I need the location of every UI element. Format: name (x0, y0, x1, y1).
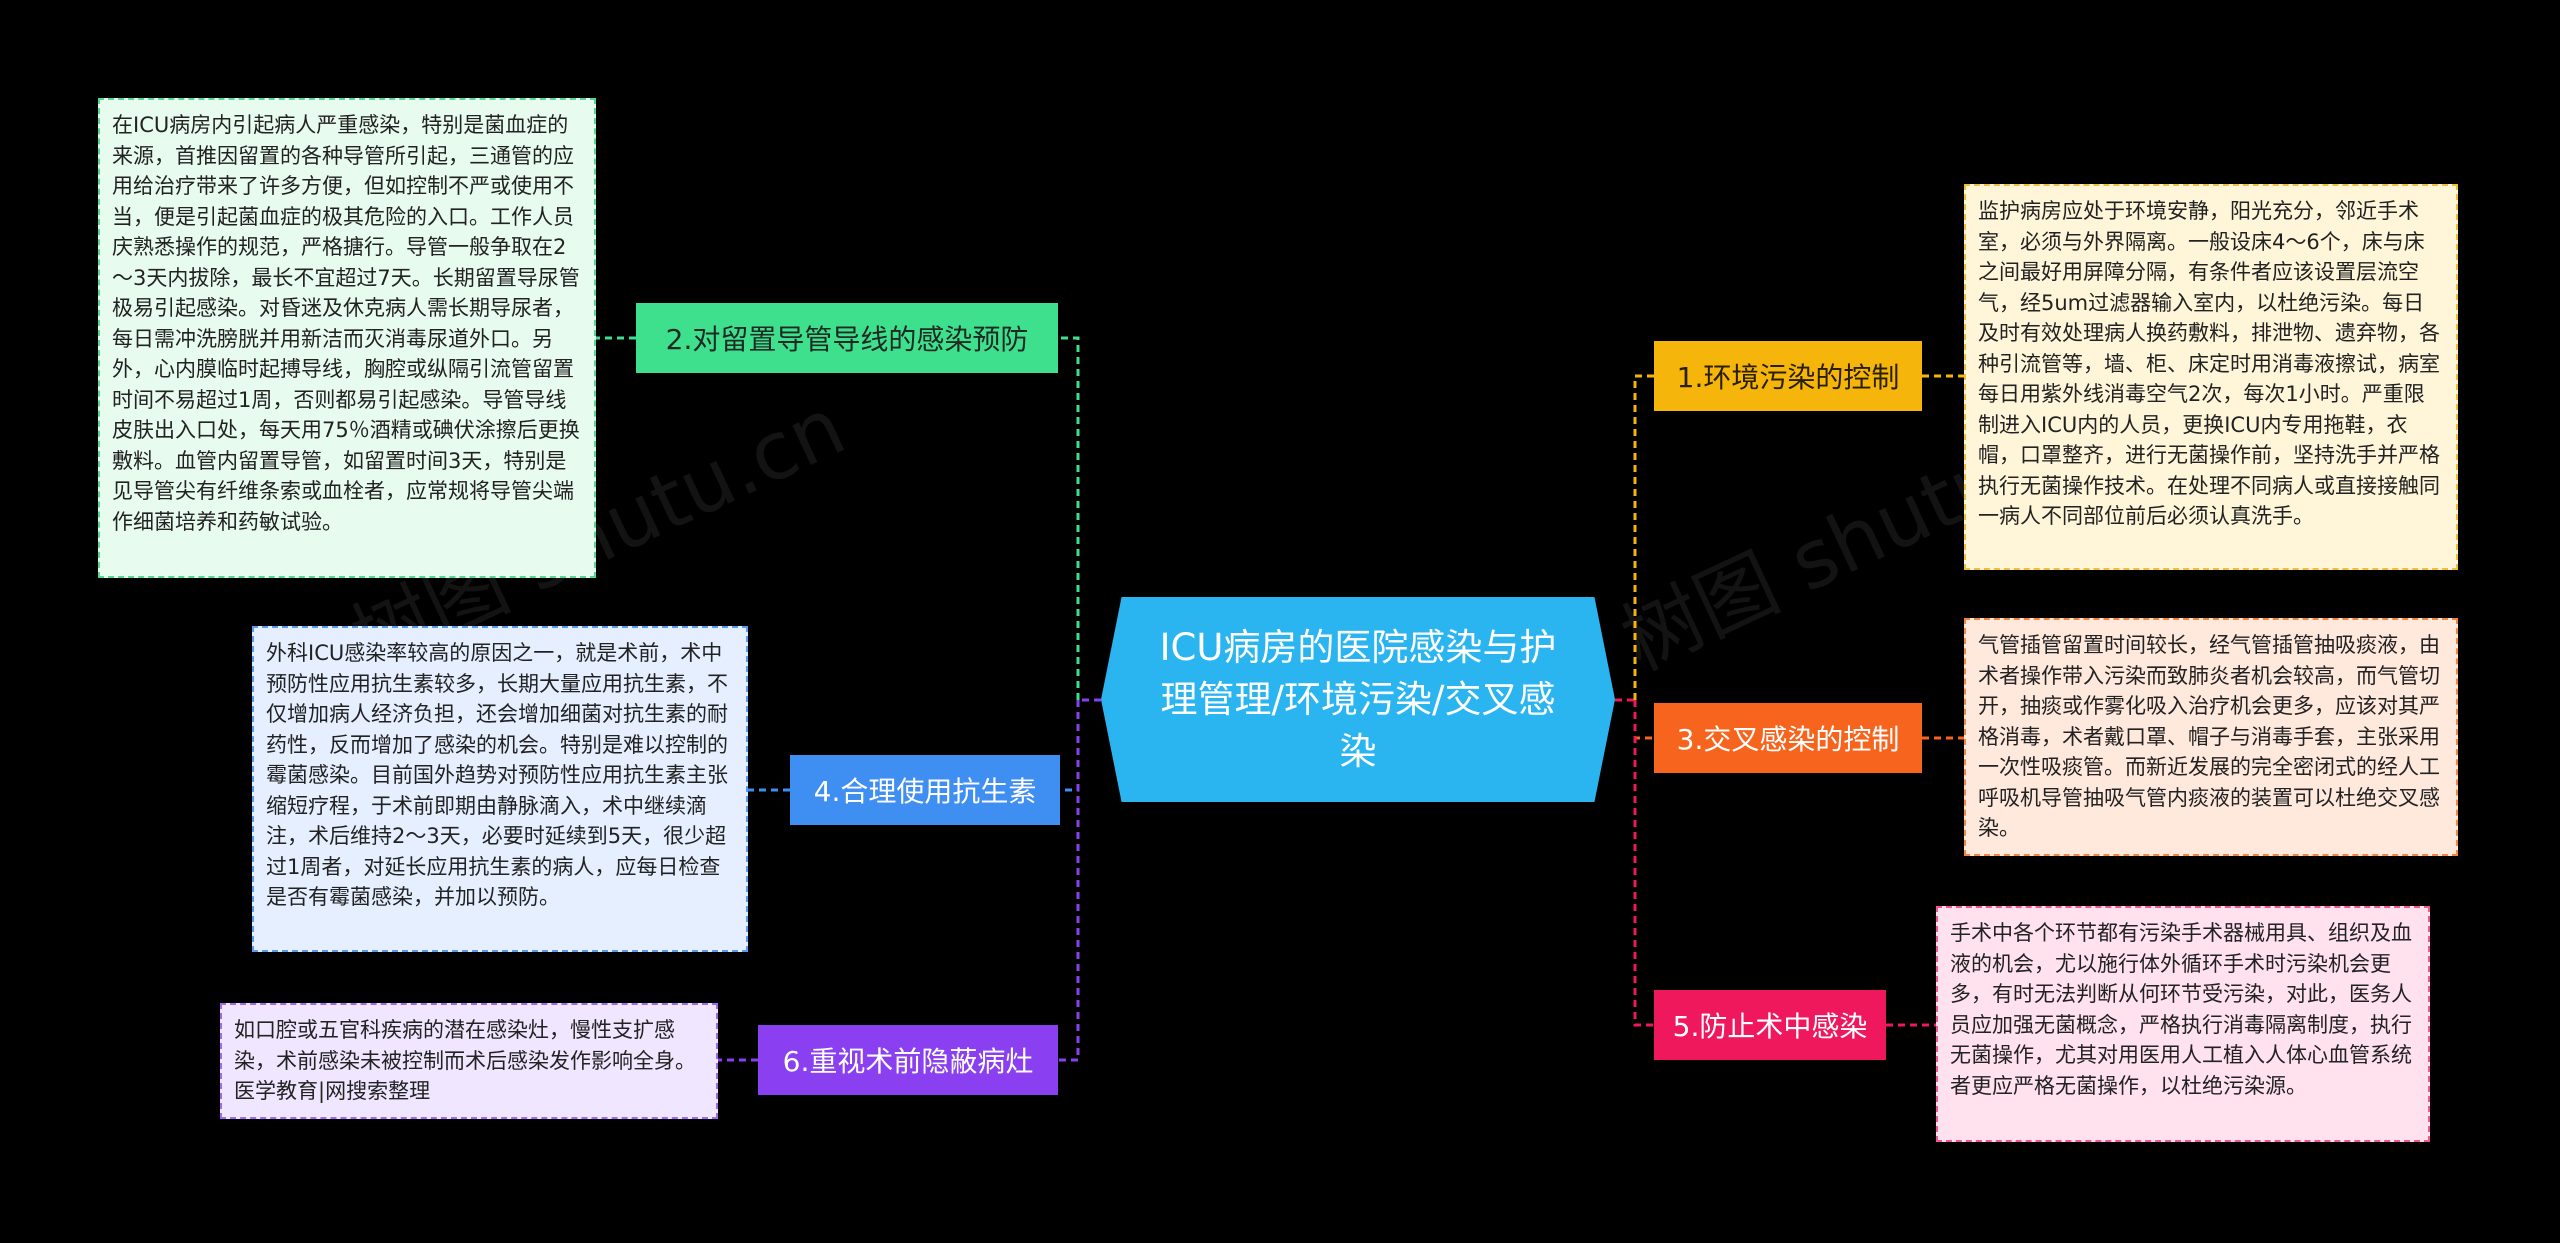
branch-environment-control[interactable]: 1.环境污染的控制 (1654, 341, 1922, 411)
note-preoperative-foci: 如口腔或五官科疾病的潜在感染灶，慢性支扩感染，术前感染未被控制而术后感染发作影响… (220, 1003, 718, 1119)
note-text: 外科ICU感染率较高的原因之一，就是术前，术中预防性应用抗生素较多，长期大量应用… (266, 641, 728, 909)
branch-label: 3.交叉感染的控制 (1676, 723, 1900, 756)
branch-label: 5.防止术中感染 (1672, 1010, 1868, 1043)
connector-branch-3 (1633, 700, 1654, 740)
note-text: 监护病房应处于环境安静，阳光充分，邻近手术室，必须与外界隔离。一般设床4～6个，… (1978, 199, 2440, 528)
connector-branch-1 (1633, 374, 1654, 700)
note-cross-infection-control: 气管插管留置时间较长，经气管插管抽吸痰液，由术者操作带入污染而致肺炎者机会较高，… (1964, 618, 2458, 856)
central-topic-title: ICU病房的医院感染与护理管理/环境污染/交叉感染 (1159, 625, 1557, 773)
connector-branch-6 (1058, 700, 1080, 1062)
connector-branch-4 (1060, 700, 1080, 792)
note-text: 如口腔或五官科疾病的潜在感染灶，慢性支扩感染，术前感染未被控制而术后感染发作影响… (234, 1018, 696, 1103)
note-intraoperative-infection: 手术中各个环节都有污染手术器械用具、组织及血液的机会，尤以施行体外循环手术时污染… (1936, 906, 2430, 1142)
central-topic[interactable]: ICU病房的医院感染与护理管理/环境污染/交叉感染 (1101, 597, 1615, 802)
branch-label: 1.环境污染的控制 (1676, 361, 1900, 394)
branch-label: 6.重视术前隐蔽病灶 (782, 1045, 1034, 1078)
note-text: 气管插管留置时间较长，经气管插管抽吸痰液，由术者操作带入污染而致肺炎者机会较高，… (1978, 633, 2440, 840)
branch-antibiotic-use[interactable]: 4.合理使用抗生素 (790, 755, 1060, 825)
note-environment-control: 监护病房应处于环境安静，阳光充分，邻近手术室，必须与外界隔离。一般设床4～6个，… (1964, 184, 2458, 570)
branch-cross-infection-control[interactable]: 3.交叉感染的控制 (1654, 703, 1922, 773)
branch-label: 2.对留置导管导线的感染预防 (665, 323, 1029, 356)
branch-label: 4.合理使用抗生素 (813, 775, 1037, 808)
note-catheter-infection-prevention: 在ICU病房内引起病人严重感染，特别是菌血症的来源，首推因留置的各种导管所引起，… (98, 98, 596, 578)
note-text: 在ICU病房内引起病人严重感染，特别是菌血症的来源，首推因留置的各种导管所引起，… (112, 113, 580, 534)
note-antibiotic-use: 外科ICU感染率较高的原因之一，就是术前，术中预防性应用抗生素较多，长期大量应用… (252, 626, 748, 952)
connector-branch-5 (1633, 700, 1654, 1027)
branch-preoperative-foci[interactable]: 6.重视术前隐蔽病灶 (758, 1025, 1058, 1095)
branch-catheter-infection-prevention[interactable]: 2.对留置导管导线的感染预防 (636, 303, 1058, 373)
note-text: 手术中各个环节都有污染手术器械用具、组织及血液的机会，尤以施行体外循环手术时污染… (1950, 921, 2412, 1098)
branch-intraoperative-infection[interactable]: 5.防止术中感染 (1654, 990, 1886, 1060)
connector-branch-2 (1058, 336, 1080, 700)
